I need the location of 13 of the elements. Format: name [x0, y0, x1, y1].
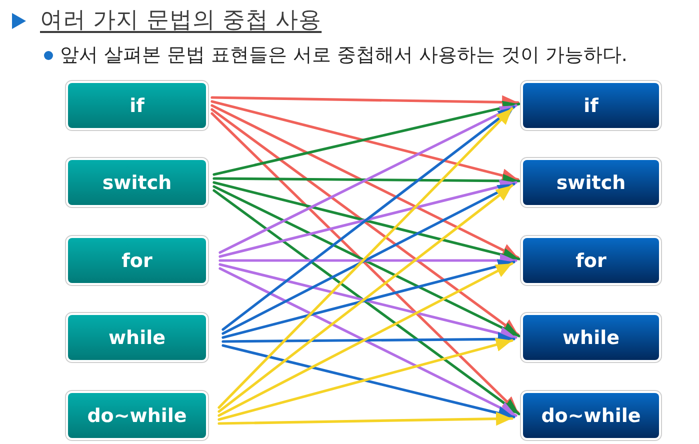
keyword-box: while — [65, 312, 209, 363]
arrow — [218, 412, 514, 426]
keyword-box: for — [65, 235, 209, 286]
keyword-box: if — [65, 80, 209, 131]
keyword-box: do~while — [65, 390, 209, 441]
keyword-box: do~while — [520, 390, 662, 441]
keyword-box: for — [520, 235, 662, 286]
keyword-box: switch — [65, 157, 209, 208]
title: 여러 가지 문법의 중첩 사용 — [40, 6, 322, 35]
keyword-box: switch — [520, 157, 662, 208]
keyword-box: while — [520, 312, 662, 363]
keyword-box: if — [520, 80, 662, 131]
bullet-text: 앞서 살펴본 문법 표현들은 서로 중첩해서 사용하는 것이 가능하다. — [60, 43, 628, 68]
